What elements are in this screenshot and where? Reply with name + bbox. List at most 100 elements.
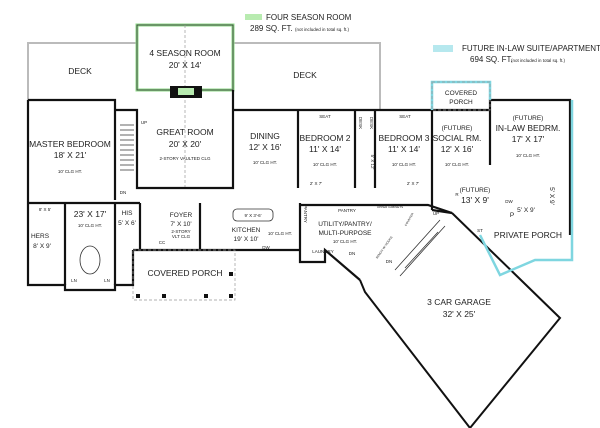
bedroom2-size: 11' X 14' [309,144,341,154]
utility-clg: 10' CLG HT. [333,239,357,244]
stairs [120,124,446,277]
utility-label: MULTI-PURPOSE [319,230,373,237]
inlaw-porch-label: PORCH [449,99,473,106]
kitchen-size: 19' X 10' [234,236,259,243]
stair-down-label: DN [120,190,127,195]
his-closet-size: 5' X 6' [118,220,136,227]
great-room-size: 20' X 20' [169,139,202,149]
stair-up-label: UP [141,120,147,125]
social-future: (FUTURE) [442,125,473,132]
desk-label: DESK [358,117,363,129]
lower-walls [28,201,300,285]
master-bath-size: 23' X 17' [74,209,107,219]
porch-columns [136,272,233,298]
inlaw-bedroom-label: IN-LAW BEDRM. [496,123,561,133]
pantry-p-label: P [510,212,514,219]
social-room-label: SOCIAL RM. [433,133,482,143]
island-size: 9' X 3'-6' [244,213,261,218]
social-room-size: 12' X 16' [441,144,474,154]
bedroom3-label: BEDROOM 3 [378,133,429,143]
legend-title: FOUR SEASON ROOM [266,13,352,22]
covered-porch-outline [132,249,236,301]
desk-label: DESK [369,117,374,129]
foyer-clg: 2-STORY [171,229,190,234]
master-bedroom-clg: 10' CLG HT. [58,169,82,174]
dining-label: DINING [250,131,280,141]
foyer-label: FOYER [170,212,193,219]
bedroom2-clg: 10' CLG HT. [313,162,337,167]
legend-note: (not included in total sq. ft.) [295,27,350,32]
inlaw-bedroom-size: 17' X 17' [512,134,545,144]
legend-title: FUTURE IN-LAW SUITE/APARTMENT [462,44,600,53]
great-room-label: GREAT ROOM [156,127,213,137]
laundry-label: LAUNDRY [312,249,333,254]
stair-up-label: UP [433,211,439,216]
coat-closet-label: CC [159,240,166,245]
garage-size: 32' X 25' [443,309,476,319]
inlaw-future: (FUTURE) [513,115,544,122]
inlaw-porch-outline [431,81,491,111]
legend-swatch-green [245,14,262,20]
upper-cabinets-label: UPPER CABINETS [377,205,403,209]
fireplace-hearth [178,88,194,95]
utility-walls [298,203,453,281]
inlaw-porch-label: COVERED [445,90,477,97]
bathtub [79,245,101,275]
deck-left-outline [27,42,137,100]
inlaw-kitchen-future: (FUTURE) [460,187,491,194]
linen-label: LN [71,278,77,283]
inlaw-bedroom-clg: 10' CLG HT. [516,153,540,158]
master-walls [26,98,135,292]
bed2-seat: SEAT [319,114,331,119]
kitchen-label: KITCHEN [232,227,261,234]
shower-size: 8' X 5' [39,207,51,212]
legend-note: (not included in total sq. ft.) [511,58,566,63]
counter-label: COUNTER [404,211,415,227]
legend-sqft: 694 SQ. FT. [470,55,513,64]
legend-four-season: FOUR SEASON ROOM 289 SQ. FT. (not includ… [245,13,352,33]
bedroom2-closet: 2' X 7' [310,181,322,186]
bedroom-walls [296,110,377,188]
dining-clg: 10' CLG HT. [253,160,277,165]
master-bath-clg: 10' CLG HT. [78,223,102,228]
kitchen-dishwasher: DW [262,245,270,250]
deck-right-outline [233,42,381,110]
social-room-clg: 10' CLG HT. [445,162,469,167]
bath-size: 5' X 12' [370,155,375,170]
bed3-seat: SEAT [399,114,411,119]
legend-sqft: 289 SQ. FT. [250,24,293,33]
inlaw-kitchen-size: 13' X 9' [461,195,489,205]
garage-walls [359,212,562,428]
deck-right-label: DECK [293,70,317,80]
legend-inlaw: FUTURE IN-LAW SUITE/APARTMENT 694 SQ. FT… [433,44,600,64]
pantry-label: PANTRY [338,208,356,213]
covered-porch-label: COVERED PORCH [147,268,222,278]
linen-label: LN [104,278,110,283]
bedroom3-closet: 2' X 7' [407,181,419,186]
hers-closet-size: 8' X 9' [33,243,51,250]
storage-label: ST [477,228,483,233]
master-bedroom-size: 18' X 21' [54,150,87,160]
dishwasher-label: DW [505,199,513,204]
bench-label: BENCH W/ HOOKS [375,235,394,259]
inlaw-closet-size: 5' X 9' [548,187,555,205]
season-room-label: 4 SEASON ROOM [149,48,220,58]
fridge-label: R [455,192,459,197]
hers-closet-label: HERS [31,233,50,240]
great-room-clg: 2-STORY VAULTED CLG [159,156,211,161]
stair-down-label: DN [349,251,356,256]
season-room-size: 20' X 14' [169,60,202,70]
inlaw-bath-size: 5' X 9' [517,207,535,214]
his-closet-label: HIS [122,210,134,217]
utility-label: UTILITY/PANTRY/ [318,221,372,228]
bedroom2-label: BEDROOM 2 [299,133,350,143]
master-bedroom-label: MASTER BEDROOM [29,139,111,149]
bedroom3-clg: 10' CLG HT. [392,162,416,167]
stair-down-label: DN [386,259,393,264]
bedroom3-size: 11' X 14' [388,144,420,154]
legend-swatch-cyan [433,45,453,52]
pantry-vertical-label: PANTRY [303,205,308,223]
kitchen-clg: 10' CLG HT. [268,231,292,236]
foyer-clg: VLT CLG [172,234,191,239]
